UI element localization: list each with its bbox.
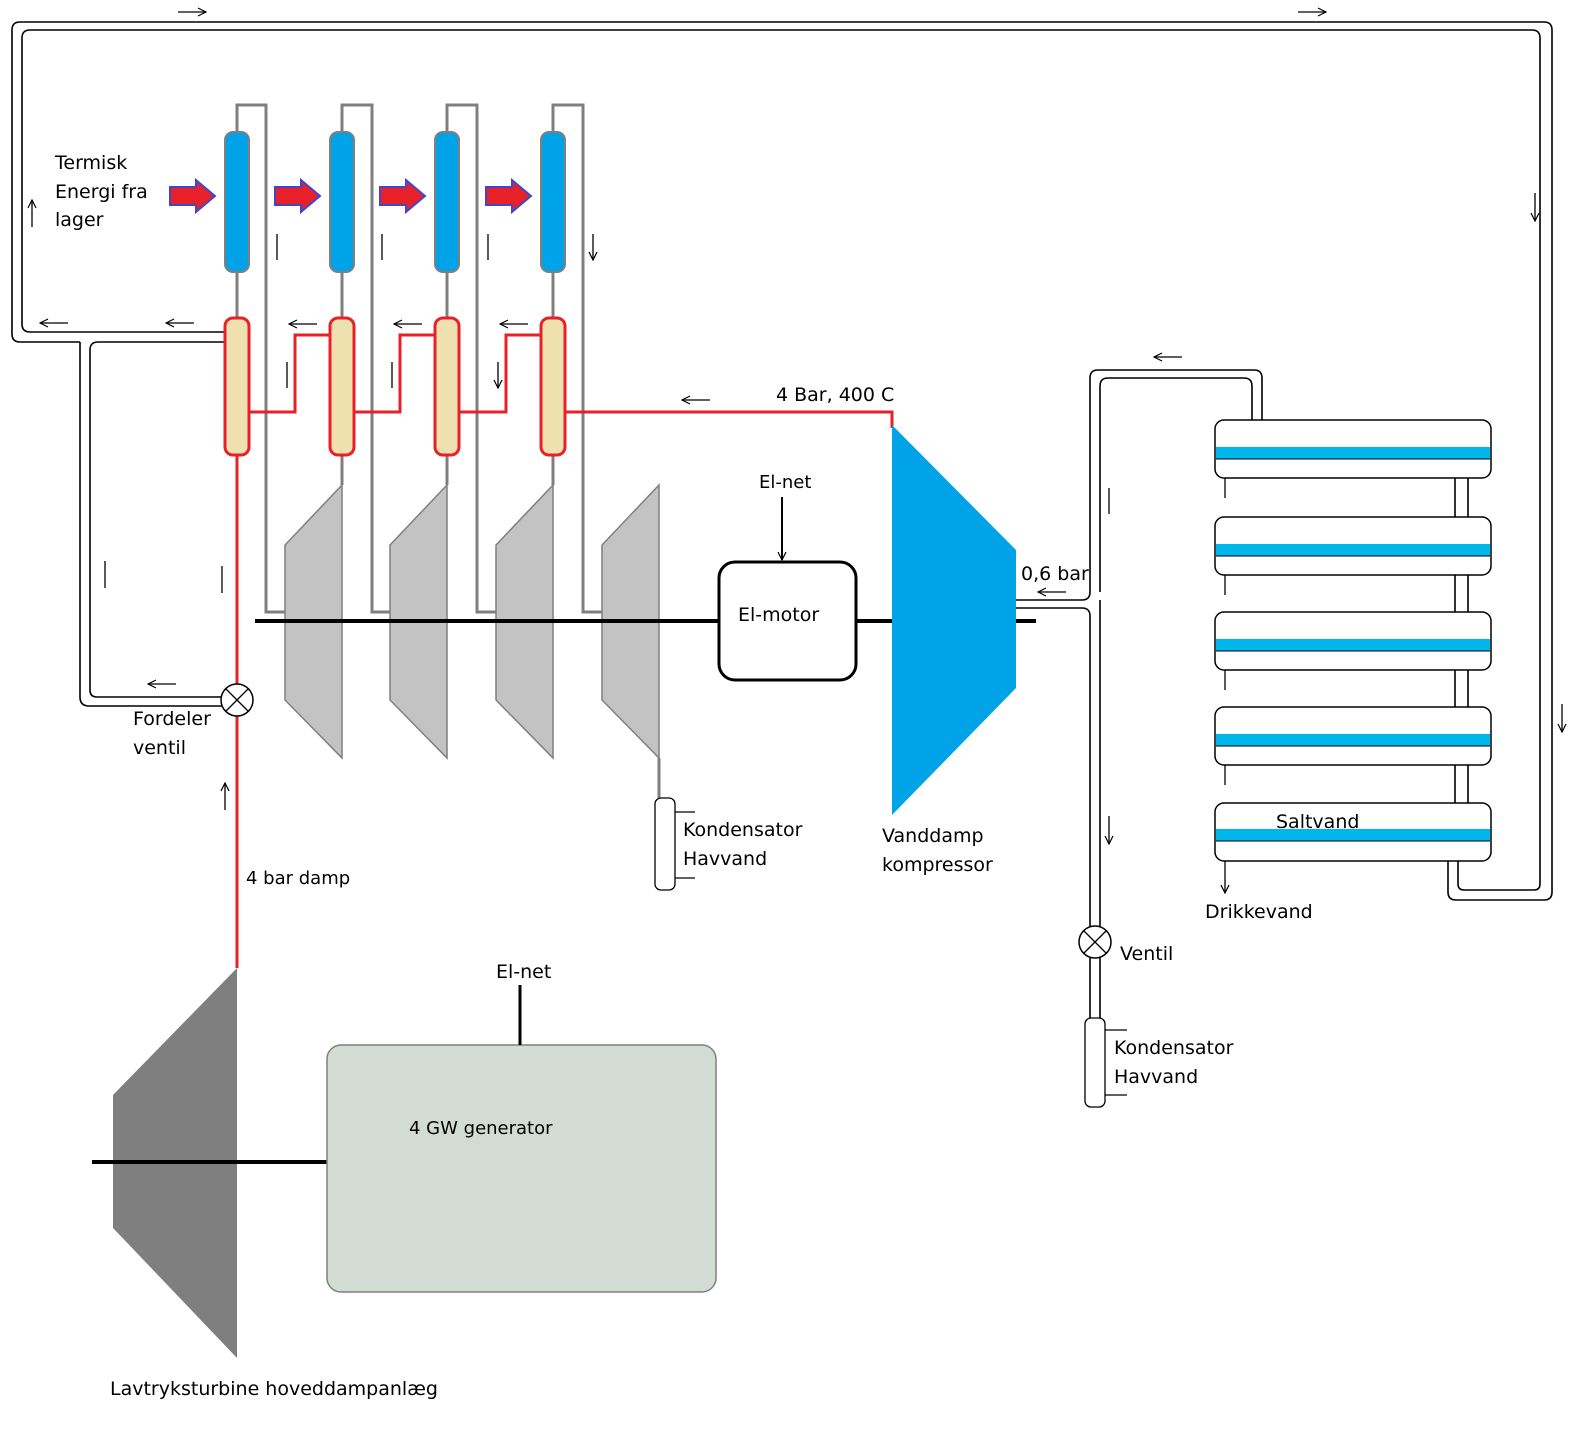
heaters <box>224 131 566 273</box>
distributor-valve-label-2: ventil <box>133 737 186 759</box>
saltwater-label: Saltvand <box>1276 811 1359 833</box>
exchangers <box>223 316 567 457</box>
generator <box>326 1044 717 1293</box>
thermal-source-label-3: lager <box>55 209 104 231</box>
heater-2 <box>329 131 355 273</box>
tank-3 <box>1214 611 1492 671</box>
el-net-motor-label: El-net <box>759 472 811 493</box>
low-pressure-label: 0,6 bar <box>1021 563 1089 585</box>
heat-arrow-icon <box>379 177 427 215</box>
compressor-label-2: kompressor <box>882 854 993 876</box>
heat-arrow-icon <box>485 177 533 215</box>
tank-2 <box>1214 516 1492 576</box>
exchanger-2 <box>328 316 356 457</box>
condenser-right <box>1084 1017 1106 1108</box>
valve-right[interactable] <box>1078 925 1112 959</box>
evaporator-tanks <box>1214 419 1492 893</box>
steam-4bar-label: 4 bar damp <box>246 868 350 889</box>
distributor-valve-label-1: Fordeler <box>133 708 211 730</box>
heater-1 <box>224 131 250 273</box>
el-net-generator-label: El-net <box>496 961 551 983</box>
exchanger-4 <box>539 316 567 457</box>
distributor-valve[interactable] <box>220 683 254 717</box>
arrow-down-icon <box>286 362 498 388</box>
condenser-right-label-1: Kondensator <box>1114 1037 1234 1059</box>
outer-return-pipe <box>11 21 1553 901</box>
steam-line-label: 4 Bar, 400 C <box>776 384 894 406</box>
generator-label: 4 GW generator <box>409 1118 553 1139</box>
exchanger-3 <box>433 316 461 457</box>
heater-4 <box>540 131 566 273</box>
exchanger-1 <box>223 316 251 457</box>
heater-3 <box>434 131 460 273</box>
condenser-middle-label-2: Havvand <box>683 848 767 870</box>
condenser-right-label-2: Havvand <box>1114 1066 1198 1088</box>
arrow-up-icon <box>104 561 225 810</box>
tank-1 <box>1214 419 1492 479</box>
main-turbine-label: Lavtryksturbine hoveddampanlæg <box>110 1378 438 1400</box>
arrow-down-icon <box>276 234 593 260</box>
thermal-source-label-1: Termisk <box>54 152 127 174</box>
tank-5 <box>1214 802 1492 862</box>
tank-4 <box>1214 706 1492 766</box>
el-motor <box>717 560 858 682</box>
valve-label: Ventil <box>1120 943 1173 965</box>
condenser-middle-label-1: Kondensator <box>683 819 803 841</box>
compressor <box>892 425 1016 815</box>
vapor-pipes <box>1016 369 1263 1018</box>
heat-arrow-icon <box>274 177 322 215</box>
thermal-source-label-2: Energi fra <box>55 181 148 203</box>
drinking-water-label: Drikkevand <box>1205 901 1313 923</box>
heat-arrows <box>169 177 533 215</box>
el-motor-label: El-motor <box>738 604 819 626</box>
compressor-label-1: Vanddamp <box>882 825 984 847</box>
condenser-middle <box>654 797 676 891</box>
heater-pipes <box>235 103 661 798</box>
flow-arrows <box>32 12 1562 844</box>
heat-arrow-icon <box>169 177 217 215</box>
